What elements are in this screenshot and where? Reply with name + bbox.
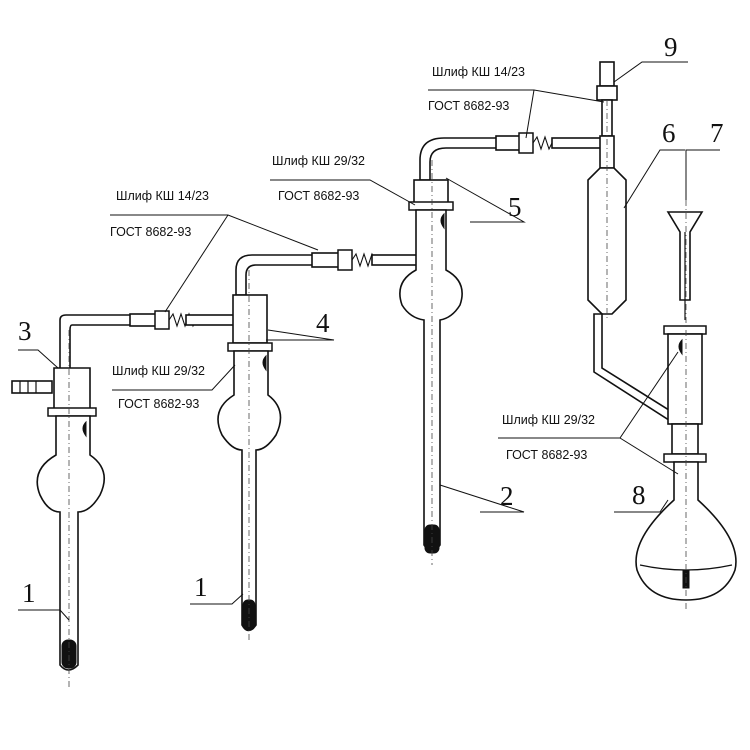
label-part-1-middle: 1 — [194, 572, 208, 602]
unit-right-assembly — [587, 61, 737, 610]
joint-label-3-line1: Шлиф КШ 29/32 — [272, 154, 365, 168]
collar-left — [47, 407, 97, 417]
label-part-4: 4 — [316, 308, 330, 338]
label-part-1-left: 1 — [22, 578, 36, 608]
label-part-7: 7 — [710, 118, 724, 148]
adapter-body-mid — [232, 294, 268, 344]
diagonal-tube — [593, 313, 673, 424]
joint-label-4-line1: Шлиф КШ 14/23 — [432, 65, 525, 79]
side-nozzle — [11, 380, 53, 394]
joint-label-1-line2: ГОСТ 8682-93 — [110, 225, 191, 239]
stopcock-cap — [599, 61, 615, 87]
label-part-5: 5 — [508, 192, 522, 222]
adapter-body-left — [53, 367, 91, 411]
adapter-body-flask — [667, 333, 703, 425]
unit-left-tube — [11, 314, 141, 690]
joint-label-5-line2: ГОСТ 8682-93 — [506, 448, 587, 462]
bulb-tube-left — [36, 415, 106, 671]
unit-middle-right — [399, 137, 501, 565]
label-part-6: 6 — [662, 118, 676, 148]
joint-connector-a — [129, 310, 239, 330]
joint-label-4-line2: ГОСТ 8682-93 — [428, 99, 509, 113]
joint-label-2-line2: ГОСТ 8682-93 — [118, 397, 199, 411]
label-part-2: 2 — [500, 481, 514, 511]
joint-connector-c — [495, 132, 603, 154]
label-part-9: 9 — [664, 32, 678, 62]
joint-label-1-line1: Шлиф КШ 14/23 — [116, 189, 209, 203]
joint-label-5-line1: Шлиф КШ 29/32 — [502, 413, 595, 427]
joint-connector-b — [311, 249, 418, 271]
label-part-8: 8 — [632, 480, 646, 510]
cylinder-vessel — [587, 167, 627, 315]
label-part-3: 3 — [18, 316, 32, 346]
joint-label-3-line2: ГОСТ 8682-93 — [278, 189, 359, 203]
bent-connector-left — [59, 314, 141, 371]
leader-lines — [18, 61, 720, 621]
joint-label-2-line1: Шлиф КШ 29/32 — [112, 364, 205, 378]
unit-middle-left — [217, 254, 321, 640]
